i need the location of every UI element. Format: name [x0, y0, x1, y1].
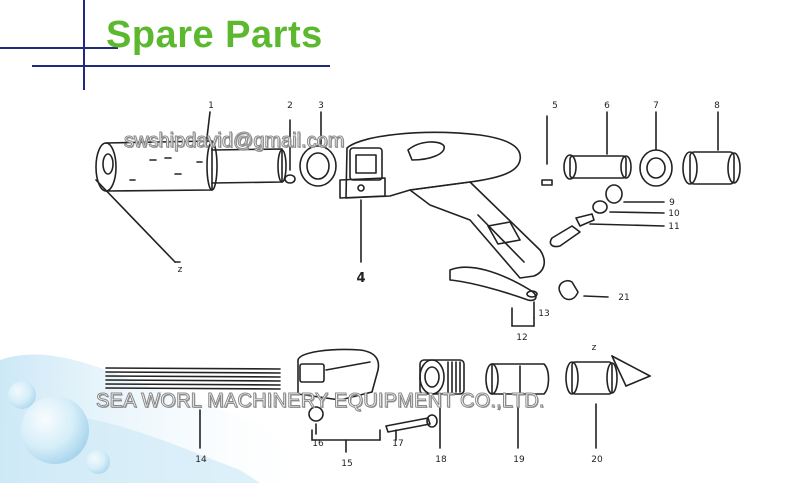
part-17-bolt — [385, 414, 438, 441]
callout-7: 7 — [653, 101, 659, 111]
part-7-nut — [639, 111, 673, 187]
callout-17: 17 — [392, 439, 403, 449]
part-21-screw — [558, 279, 609, 301]
part-4-gun-body — [339, 131, 546, 302]
part-20-cap — [565, 361, 618, 449]
callout-19: 19 — [513, 455, 525, 465]
callout-20: 20 — [591, 455, 603, 465]
callout-15: 15 — [341, 459, 352, 469]
callout-16: 16 — [312, 439, 324, 449]
z-leader-lower — [611, 355, 651, 387]
callout-10: 10 — [668, 209, 680, 219]
part-2-o-ring — [284, 119, 296, 184]
part-16-nut — [308, 406, 324, 435]
part-3-ring — [299, 111, 337, 187]
company-watermark: SEA WORL MACHINERY EQUIPMENT CO.,LTD. — [96, 390, 545, 413]
email-watermark: swshipdavid@gmail.com — [123, 130, 345, 153]
part-9-bushing — [605, 184, 665, 204]
bubble-icon — [86, 450, 110, 474]
callout-18: 18 — [435, 455, 447, 465]
callout-21: 21 — [618, 293, 629, 303]
part-11-valve-stem — [549, 213, 665, 248]
callouts: 1 2 3 4 5 6 7 8 9 10 11 12 13 14 15 16 1… — [178, 101, 721, 469]
z-leader-upper — [95, 179, 181, 263]
part-19-sleeve — [485, 363, 550, 449]
callout-14: 14 — [195, 455, 207, 465]
callout-11: 11 — [668, 222, 679, 232]
part-1-nozzle-tube — [95, 140, 287, 192]
bubble-icon — [21, 396, 89, 464]
water-decoration — [0, 354, 320, 483]
part-10-washer — [592, 200, 665, 214]
callout-z-lower: z — [592, 343, 597, 353]
part-8-fitting — [682, 111, 741, 185]
part-14-hose — [105, 367, 281, 449]
callout-4: 4 — [356, 271, 365, 286]
part-18-collar — [419, 359, 465, 449]
callout-6: 6 — [604, 101, 610, 111]
callout-1: 1 — [208, 101, 214, 111]
callout-3: 3 — [318, 101, 324, 111]
callout-8: 8 — [714, 101, 720, 111]
callout-z-upper: z — [178, 265, 183, 275]
part-13-pin — [526, 290, 538, 319]
bubble-icon — [8, 381, 36, 409]
callout-5: 5 — [552, 101, 558, 111]
callout-12: 12 — [516, 333, 527, 343]
part-5-pin — [541, 115, 553, 186]
callout-13: 13 — [538, 309, 549, 319]
page-title: Spare Parts — [106, 14, 323, 56]
part-15-grip — [297, 348, 381, 453]
part-6-sleeve — [563, 111, 632, 180]
callout-2: 2 — [287, 101, 293, 111]
header-rules — [0, 0, 330, 90]
callout-9: 9 — [669, 198, 675, 208]
part-12-bracket — [511, 307, 535, 327]
